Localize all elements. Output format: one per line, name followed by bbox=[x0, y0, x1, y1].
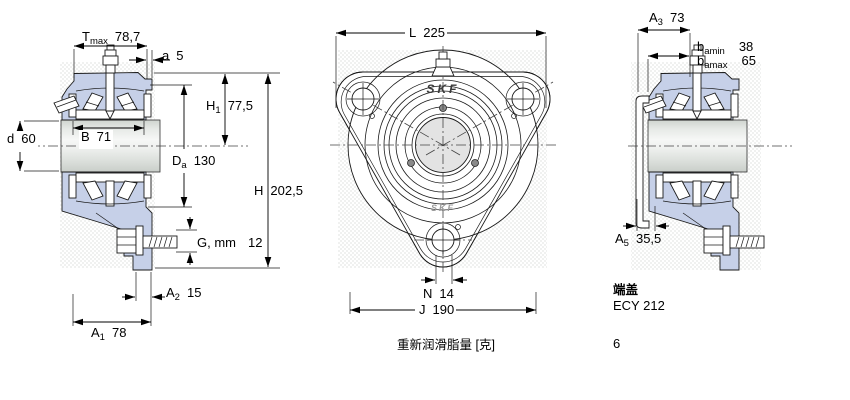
end-cap-designation: ECY 212 bbox=[613, 298, 665, 313]
grease-quantity-value: 6 bbox=[613, 336, 621, 351]
right-view bbox=[623, 26, 792, 271]
skf-logo-top: SKF bbox=[427, 82, 460, 96]
centerlines bbox=[330, 46, 558, 272]
grease-fitting-icon bbox=[431, 51, 455, 77]
bearing-bottom bbox=[68, 172, 152, 207]
right-dimensions bbox=[623, 26, 691, 231]
flange-bolt bbox=[116, 225, 178, 256]
front-dimensions bbox=[335, 29, 547, 314]
skf-logo-bottom: SKF bbox=[431, 203, 455, 213]
end-cover bbox=[635, 95, 650, 229]
bearing-top bbox=[53, 72, 152, 121]
end-cap-heading: 端盖 bbox=[613, 283, 639, 297]
left-view bbox=[16, 42, 280, 326]
bolt-holes bbox=[345, 81, 541, 258]
grease-quantity-label: 重新润滑脂量 [克] bbox=[397, 338, 495, 352]
front-view: SKF SKF bbox=[330, 29, 558, 314]
left-dimensions bbox=[16, 42, 280, 326]
